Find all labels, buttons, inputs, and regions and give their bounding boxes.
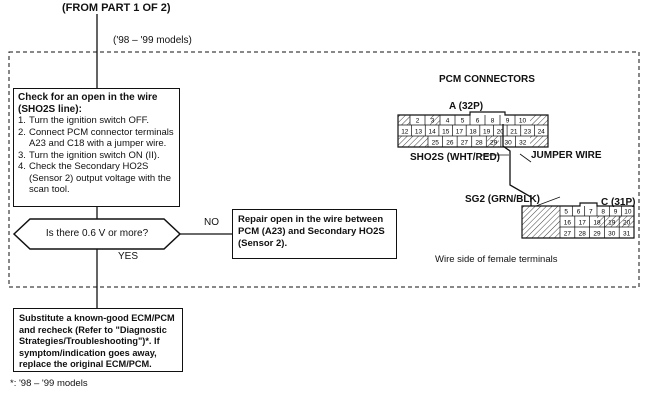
- connector-c-bot-terminal: 30: [608, 231, 616, 238]
- decision-question: Is there 0.6 V or more?: [45, 228, 149, 239]
- connector-a-bot-terminal: 32: [519, 140, 527, 147]
- connector-c-hatch-right: [597, 216, 634, 227]
- connector-c-bot-terminal: 28: [579, 231, 587, 238]
- connector-c-mid-terminal: 16: [564, 220, 572, 227]
- dashed-frame: [8, 51, 640, 288]
- connector-a-bot-terminal: 29: [490, 140, 498, 147]
- check-step: 4.Check the Secondary HO2S (Sensor 2) ou…: [18, 161, 175, 196]
- connector-a-hatch-left: [398, 115, 410, 125]
- no-label: NO: [204, 217, 219, 228]
- connector-a-bot-terminal: 28: [475, 140, 483, 147]
- connector-c-mid-terminal: 20: [623, 220, 631, 227]
- connector-c-top-terminal: 5: [564, 209, 568, 216]
- connector-a-top-terminal: 2: [416, 118, 420, 125]
- jumper-wire-label: JUMPER WIRE: [531, 150, 602, 161]
- connector-a-mid-terminal: 23: [524, 129, 532, 136]
- connector-c-top-terminal: 9: [614, 209, 618, 216]
- connector-a-hatch-top: [430, 115, 440, 125]
- step-text: Turn the ignition switch ON (II).: [29, 149, 160, 161]
- connector-a-mid-terminal: 19: [483, 129, 491, 136]
- connector-a-hatch-mid: [487, 136, 499, 147]
- connector-a-label: A (32P): [449, 101, 484, 112]
- connector-a-mid-terminal: 20: [497, 129, 505, 136]
- connector-a-mid-terminal: 24: [538, 129, 546, 136]
- check-steps: 1.Turn the ignition switch OFF.2.Connect…: [18, 115, 175, 196]
- connector-a-bot-terminal: 30: [505, 140, 513, 147]
- sho2s-label: SHO2S (WHT/RED): [410, 152, 500, 163]
- connector-a-mid-terminal: 14: [428, 129, 436, 136]
- connector-a-bot-terminal: 25: [432, 140, 440, 147]
- check-step-box: Check for an open in the wire (SHO2S lin…: [13, 88, 180, 207]
- connector-a-hatch-bottom-left: [398, 136, 428, 147]
- footnote: *: '98 – '99 models: [10, 378, 88, 389]
- repair-box: Repair open in the wire between PCM (A23…: [232, 209, 397, 259]
- connector-a-hatch-br: [530, 136, 548, 147]
- connector-a-top-terminal: 10: [519, 118, 527, 125]
- step-number: 3.: [18, 149, 26, 161]
- connector-c-label: C (31P): [601, 197, 636, 208]
- connector-c-top-terminal: 6: [577, 209, 581, 216]
- decision-diamond: [12, 218, 182, 250]
- check-step: 2.Connect PCM connector terminals A23 an…: [18, 127, 175, 150]
- connector-c-bot-terminal: 29: [593, 231, 601, 238]
- connector-c-mid-terminal: 19: [608, 220, 616, 227]
- connector-c-top-terminal: 7: [589, 209, 593, 216]
- check-step: 3.Turn the ignition switch ON (II).: [18, 150, 175, 162]
- connector-a-mid-terminal: 18: [469, 129, 477, 136]
- yes-label: YES: [118, 251, 139, 262]
- connector-a-mid-terminal: 13: [415, 129, 423, 136]
- step-number: 1.: [18, 115, 26, 126]
- from-part-label: (FROM PART 1 OF 2): [62, 2, 171, 14]
- step-number: 4.: [18, 161, 26, 172]
- connector-a-top-terminal: 8: [491, 118, 495, 125]
- connector-c-top-terminal: 10: [624, 209, 632, 216]
- connector-a-top-terminal: 4: [446, 118, 450, 125]
- check-step: 1.Turn the ignition switch OFF.: [18, 115, 175, 127]
- sg2-label: SG2 (GRN/BLK): [465, 194, 540, 205]
- connector-c-hatch-left: [522, 206, 560, 238]
- connector-a-top-terminal: 9: [506, 118, 510, 125]
- connector-a-top-terminal: 5: [461, 118, 465, 125]
- connector-c-mid-terminal: 18: [593, 220, 601, 227]
- step-text: Connect PCM connector terminals A23 and …: [29, 126, 174, 150]
- pcm-connectors-title: PCM CONNECTORS: [439, 74, 535, 85]
- connector-a-mid-terminal: 21: [510, 129, 518, 136]
- substitute-box: Substitute a known-good ECM/PCM and rech…: [13, 308, 183, 372]
- connector-a-outline: [397, 111, 549, 148]
- connector-c-bot-terminal: 31: [623, 231, 631, 238]
- connector-a-mid-terminal: 15: [442, 129, 450, 136]
- models-note: ('98 – '99 models): [113, 35, 192, 46]
- jumper-leader: [519, 153, 532, 163]
- jumper-wire: [502, 124, 532, 206]
- step-text: Check the Secondary HO2S (Sensor 2) outp…: [29, 161, 172, 195]
- wire-side-label: Wire side of female terminals: [435, 254, 558, 265]
- connector-c-top-terminal: 8: [601, 209, 605, 216]
- step-number: 2.: [18, 126, 26, 138]
- step-text: Turn the ignition switch OFF.: [29, 115, 150, 126]
- connector-a-top-terminal: 6: [476, 118, 480, 125]
- connector-a-mid-terminal: 17: [456, 129, 464, 136]
- connector-a-bot-terminal: 26: [446, 140, 454, 147]
- connector-a-hatch-right: [530, 115, 548, 125]
- connector-a-bot-terminal: 27: [461, 140, 469, 147]
- connector-a-mid-terminal: 12: [401, 129, 409, 136]
- check-title: Check for an open in the wire (SHO2S lin…: [18, 92, 158, 115]
- connector-c-bot-terminal: 27: [564, 231, 572, 238]
- connector-c-mid-terminal: 17: [579, 220, 587, 227]
- sg2-leader: [535, 196, 561, 207]
- connector-a-top-terminal: 3: [431, 118, 435, 125]
